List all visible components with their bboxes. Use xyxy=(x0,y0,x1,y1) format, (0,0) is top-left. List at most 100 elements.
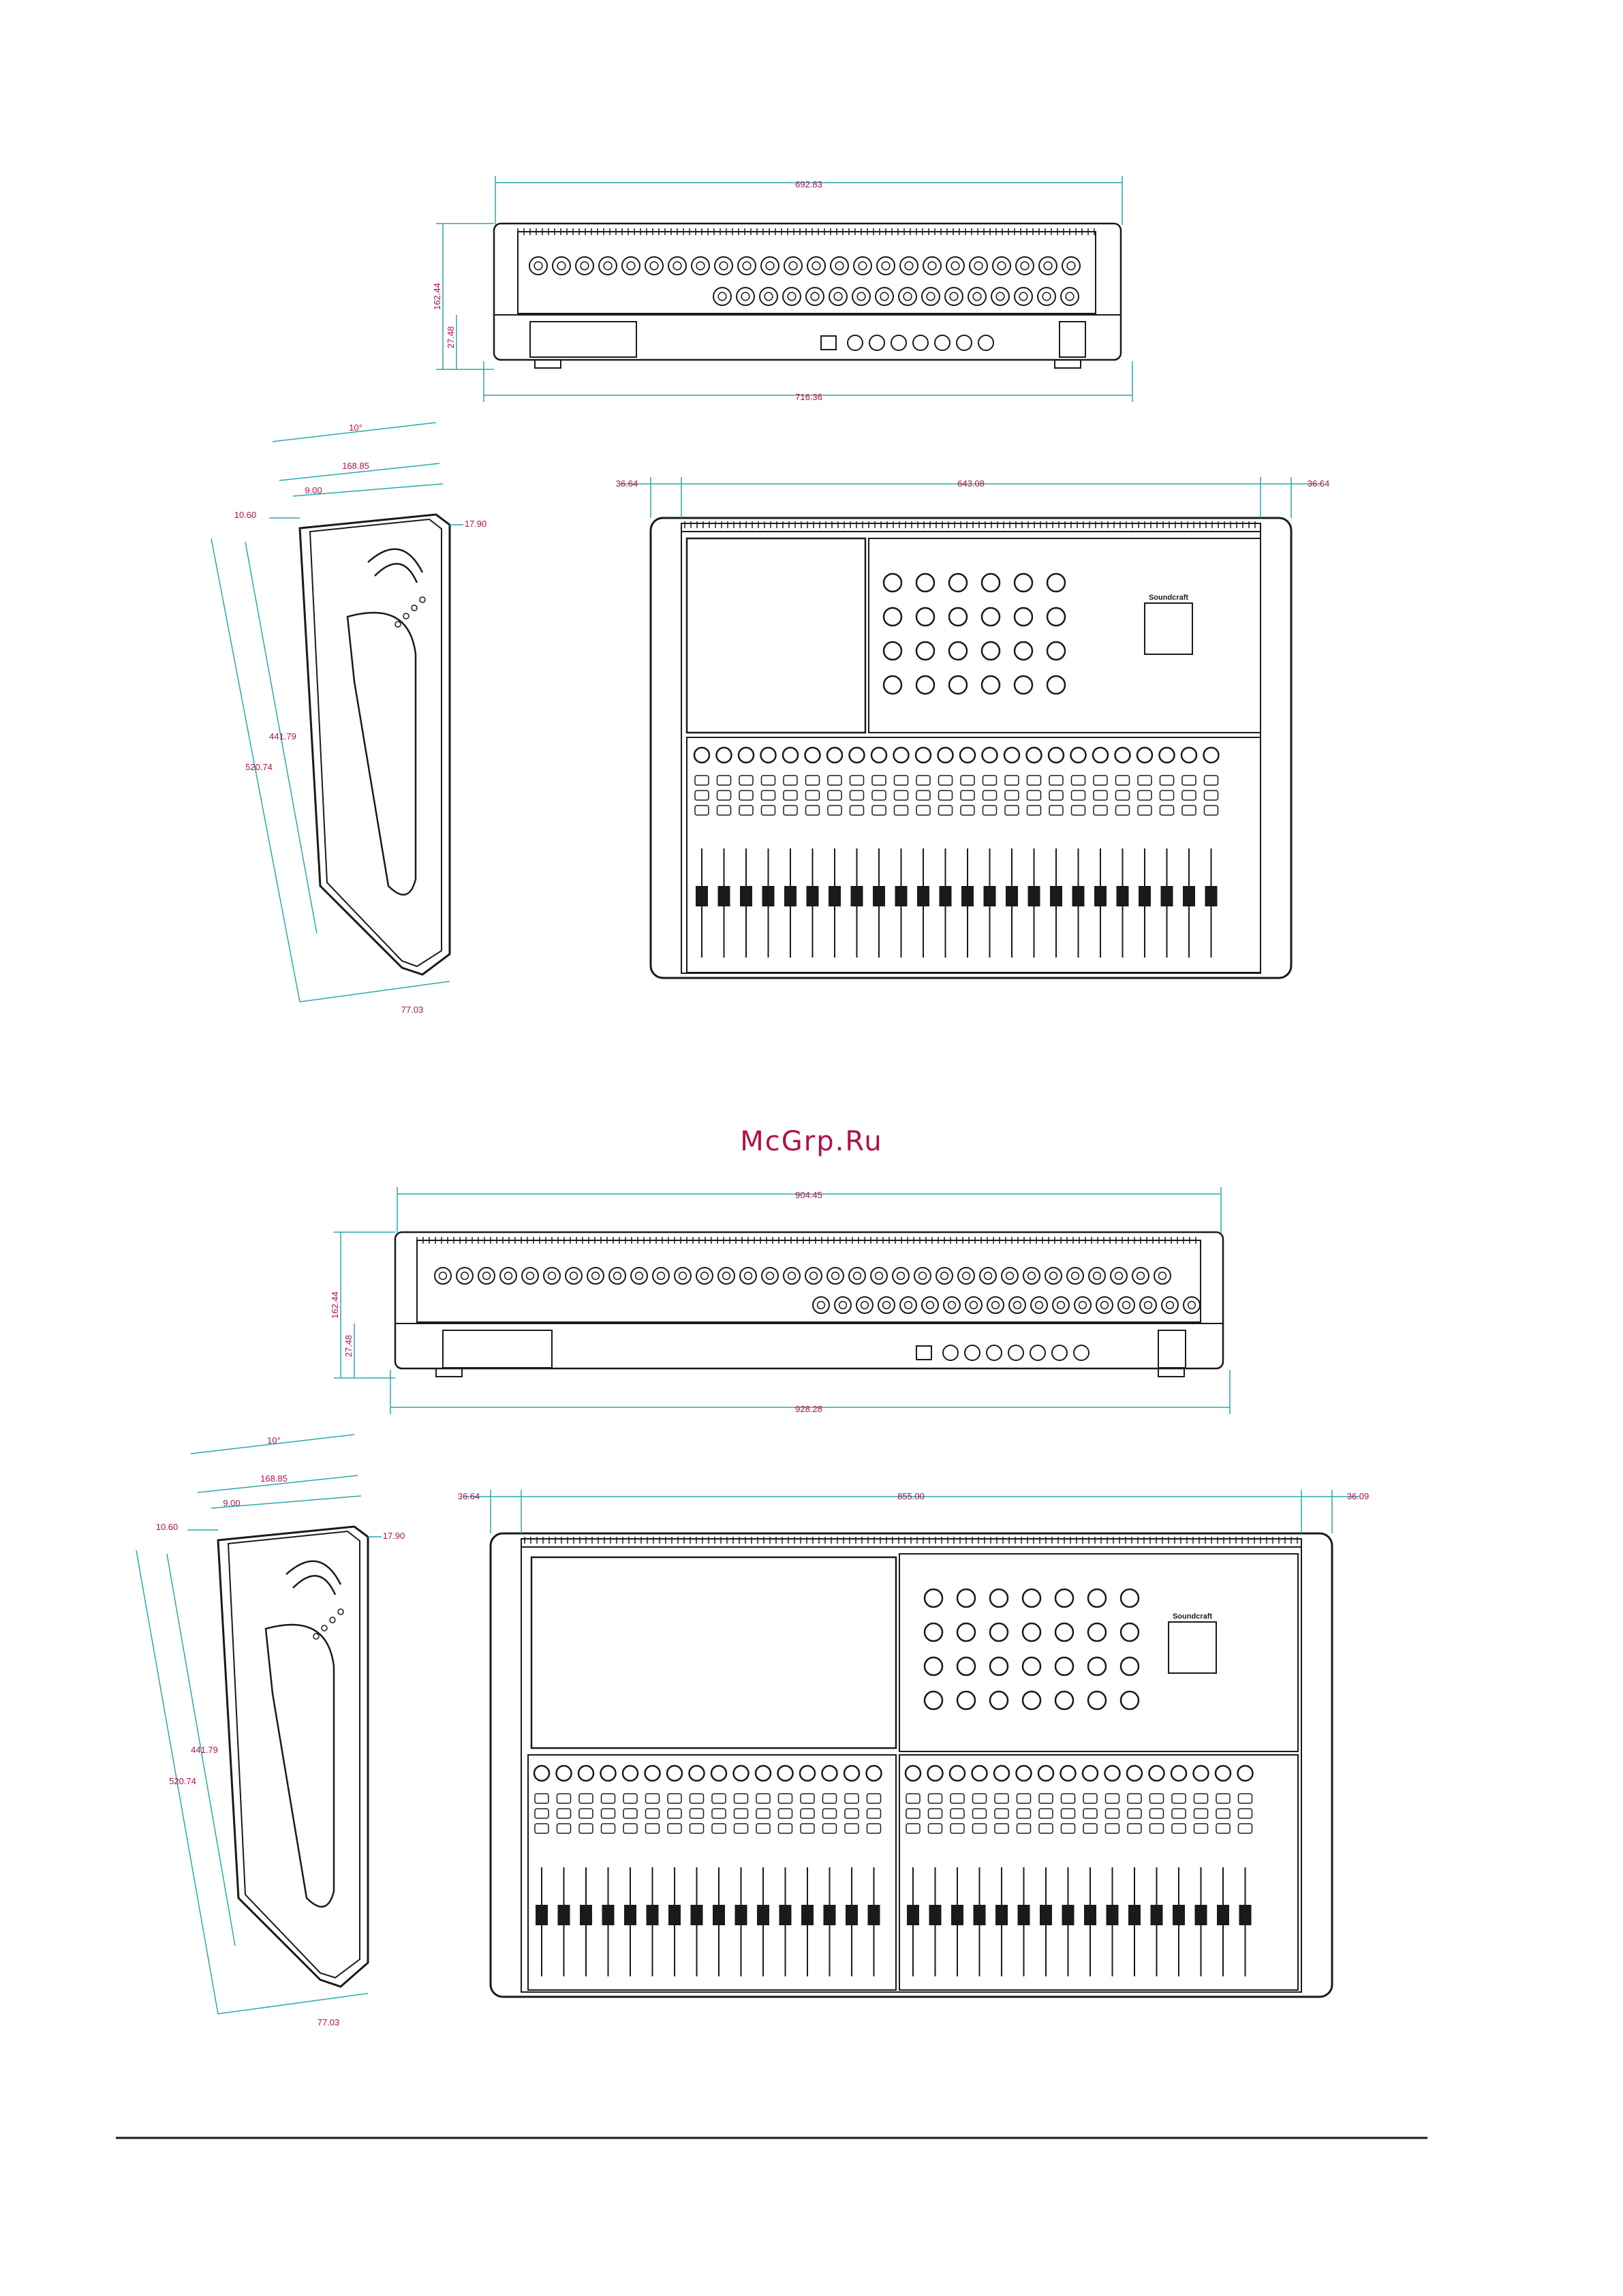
rotary-knob xyxy=(916,608,934,626)
channel-button xyxy=(961,806,974,815)
xlr-jack xyxy=(958,1268,974,1284)
xlr-jack xyxy=(713,288,731,305)
channel-knob xyxy=(778,1766,793,1781)
xlr-jack xyxy=(1023,1268,1040,1284)
channel-button xyxy=(995,1824,1008,1833)
xlr-jack xyxy=(1118,1297,1134,1313)
channel-button xyxy=(1205,806,1218,815)
channel-knob xyxy=(1017,1766,1032,1781)
channel-button xyxy=(1106,1794,1119,1803)
xlr-jack-core xyxy=(1188,1302,1196,1309)
channel-button xyxy=(1172,1794,1186,1803)
channel-button xyxy=(1027,791,1041,800)
fader-cap xyxy=(1151,1905,1163,1925)
fader-cap xyxy=(868,1905,880,1925)
channel-knob xyxy=(1216,1766,1231,1781)
fader-cap xyxy=(1107,1905,1119,1925)
fader-cap xyxy=(940,886,952,906)
fader-cap xyxy=(824,1905,836,1925)
xlr-jack-core xyxy=(1123,1302,1130,1309)
channel-knob xyxy=(534,1766,549,1781)
channel-button xyxy=(1049,791,1063,800)
xlr-jack-core xyxy=(788,292,796,301)
fader-cap xyxy=(907,1905,919,1925)
channel-button xyxy=(717,791,731,800)
channel-knob xyxy=(822,1766,837,1781)
dim-rear-foot: 27.48 xyxy=(343,1335,354,1358)
xlr-jack xyxy=(645,257,663,275)
io-jack xyxy=(943,1345,958,1360)
channel-knob xyxy=(1038,1766,1053,1781)
small-rear-view: 692.83 716.36 162.44 27.48 xyxy=(432,176,1132,402)
channel-button xyxy=(668,1809,681,1818)
channel-button xyxy=(895,806,908,815)
fader-cap xyxy=(1217,1905,1229,1925)
channel-button xyxy=(1182,791,1196,800)
xlr-jack xyxy=(965,1297,982,1313)
xlr-jack xyxy=(968,288,986,305)
channel-button xyxy=(929,1794,942,1803)
vent-row xyxy=(685,521,1255,528)
channel-button xyxy=(784,791,797,800)
xlr-jack xyxy=(500,1268,516,1284)
channel-knob xyxy=(761,748,776,763)
xlr-jack-core xyxy=(996,292,1004,301)
channel-knob xyxy=(717,748,732,763)
large-rear-view: 904.45 928.28 162.44 27.48 xyxy=(330,1187,1230,1414)
channel-button xyxy=(1194,1824,1208,1833)
channel-button xyxy=(1172,1809,1186,1818)
xlr-jack-core xyxy=(810,1272,818,1280)
channel-button xyxy=(950,1824,964,1833)
xlr-jack xyxy=(761,257,779,275)
small-channel-strips xyxy=(694,748,1219,958)
xlr-jack xyxy=(1009,1297,1025,1313)
io-jack xyxy=(1008,1345,1023,1360)
channel-button xyxy=(1039,1794,1053,1803)
channel-button xyxy=(690,1794,704,1803)
xlr-jack xyxy=(784,1268,800,1284)
xlr-jack xyxy=(675,1268,691,1284)
xlr-jack-core xyxy=(636,1272,643,1280)
xlr-jack xyxy=(852,288,870,305)
xlr-jack-core xyxy=(570,1272,578,1280)
xlr-jack-core xyxy=(1019,292,1027,301)
xlr-jack xyxy=(807,257,825,275)
channel-button xyxy=(1194,1794,1208,1803)
rotary-knob xyxy=(1055,1657,1073,1675)
xlr-jack xyxy=(1039,257,1057,275)
xlr-jack-core xyxy=(1079,1302,1087,1309)
rotary-knob xyxy=(1047,642,1065,660)
rotary-knob xyxy=(884,676,901,694)
xlr-jack xyxy=(1132,1268,1149,1284)
xlr-jack-core xyxy=(741,292,749,301)
xlr-jack-core xyxy=(1166,1302,1174,1309)
dim-side-depth: 168.85 xyxy=(260,1473,288,1484)
xlr-jack-core xyxy=(1101,1302,1109,1309)
channel-button xyxy=(845,1809,859,1818)
xlr-jack xyxy=(946,257,964,275)
xlr-jack xyxy=(806,288,824,305)
channel-knob xyxy=(1115,748,1130,763)
channel-button xyxy=(895,791,908,800)
channel-button xyxy=(906,1794,920,1803)
channel-button xyxy=(779,1824,792,1833)
channel-button xyxy=(1182,806,1196,815)
channel-button xyxy=(735,1824,748,1833)
xlr-jack xyxy=(900,1297,916,1313)
dim-side-d2: 10.60 xyxy=(234,510,257,520)
channel-button xyxy=(762,776,775,785)
dim-rear-width-top: 692.83 xyxy=(795,179,822,189)
channel-knob xyxy=(960,748,975,763)
channel-button xyxy=(1239,1794,1252,1803)
dim-rear-foot: 27.48 xyxy=(446,326,456,349)
channel-button xyxy=(867,1809,881,1818)
rotary-knob xyxy=(925,1657,942,1675)
xlr-jack-core xyxy=(764,292,773,301)
touch-screen xyxy=(687,538,865,733)
xlr-jack-core xyxy=(835,262,844,270)
channel-button xyxy=(695,806,709,815)
fader-cap xyxy=(1062,1905,1075,1925)
fader-cap xyxy=(995,1905,1008,1925)
xlr-jack xyxy=(653,1268,669,1284)
xlr-jack-core xyxy=(812,262,820,270)
